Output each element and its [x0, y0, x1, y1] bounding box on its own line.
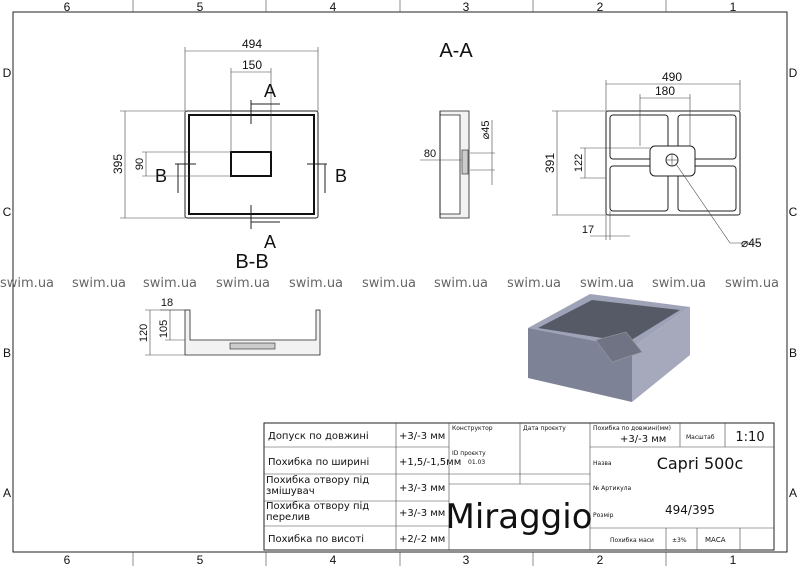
size: 494/395 [665, 503, 715, 517]
column-label: 1 [730, 0, 737, 14]
size-label: Розмір [593, 512, 614, 519]
column-label: 1 [730, 553, 737, 566]
mass-error: ±3% [672, 537, 687, 544]
section-marker-a: A [264, 232, 276, 252]
dim-width: 490 [662, 70, 682, 84]
section-marker-b: B [155, 166, 167, 186]
row-label: A [3, 486, 11, 500]
row-label: B [3, 346, 11, 360]
watermark: swim.ua [725, 276, 779, 291]
section-marker-a: A [264, 81, 276, 101]
project-id: 01.03 [468, 459, 485, 466]
column-label: 5 [197, 553, 204, 566]
project-id-label: ID проєкту [452, 450, 486, 457]
scale-label: Масштаб [686, 434, 715, 441]
dim-diameter: ⌀45 [741, 236, 762, 250]
row-label: C [3, 205, 12, 219]
length-error-label: Похибка по довжині(мм) [593, 425, 671, 432]
dim-wall: 18 [161, 297, 173, 309]
tolerance-value: +3/-3 мм [399, 508, 445, 519]
watermark: swim.ua [72, 276, 126, 291]
section-aa-view: A-A 80 ⌀45 [420, 40, 495, 219]
name-label: Назва [593, 460, 612, 467]
dim-inner: 105 [158, 320, 170, 338]
section-bb-view: B-B 18 120 105 [138, 251, 321, 356]
row-label: D [3, 66, 12, 80]
column-label: 6 [64, 0, 71, 14]
row-label: A [789, 486, 797, 500]
dim-height: 395 [111, 154, 125, 174]
column-label: 3 [463, 0, 470, 14]
tolerance-label: Похибка отвору під змішувач [266, 475, 370, 497]
watermark: swim.ua [143, 276, 197, 291]
dim-offset: 122 [573, 154, 585, 172]
tolerance-value: +3/-3 мм [399, 483, 445, 494]
dim-edge: 17 [582, 224, 594, 236]
plan-view: 494 150 395 90 A A B B [111, 37, 347, 252]
dim-center: 180 [655, 84, 675, 98]
dim-height: 120 [138, 324, 150, 342]
column-label: 3 [463, 553, 470, 566]
watermark: swim.ua [0, 276, 54, 291]
frame-column-markers: 6 5 4 3 2 1 6 5 4 3 2 1 [64, 0, 737, 566]
tolerance-value: +2/-2 мм [399, 534, 445, 545]
watermark: swim.ua [652, 276, 706, 291]
section-marker-b: B [335, 166, 347, 186]
designer-label: Конструктор [452, 425, 493, 432]
mass-label: МАСА [705, 536, 726, 544]
watermark: swim.ua [289, 276, 343, 291]
dim-diameter: ⌀45 [480, 121, 492, 140]
product-name: Capri 500c [657, 454, 744, 473]
row-label: C [789, 205, 798, 219]
title-block: Допуск по довжині +3/-3 мм Похибка по ши… [263, 422, 775, 551]
column-label: 4 [330, 0, 337, 14]
article-label: № Артикула [593, 485, 631, 492]
watermark: swim.ua [580, 276, 634, 291]
column-label: 2 [597, 553, 604, 566]
drain-outline [230, 151, 272, 177]
bottom-view: 490 180 391 122 17 ⌀45 [543, 70, 762, 250]
column-label: 2 [597, 0, 604, 14]
watermark: swim.ua [434, 276, 488, 291]
tolerance-label: Похибка по висоті [268, 533, 364, 545]
dim-width: 494 [242, 37, 262, 51]
mass-error-label: Похибка маси [610, 537, 654, 544]
frame-row-markers: D C B A D C B A [3, 66, 798, 500]
scale: 1:10 [735, 430, 764, 445]
tolerance-value: +3/-3 мм [399, 431, 445, 442]
watermark: swim.ua [216, 276, 270, 291]
watermark-row: swim.ua swim.ua swim.ua swim.ua swim.ua … [0, 276, 779, 291]
column-label: 6 [64, 553, 71, 566]
tolerance-label: Похибка отвору під перелив [266, 501, 370, 523]
dim-drain-offset: 150 [242, 58, 262, 72]
dim-depth: 80 [424, 148, 436, 160]
sink-3d-render [528, 294, 690, 402]
dim-drain-height: 90 [134, 158, 146, 170]
brand-logo: Miraggio [445, 497, 592, 537]
tolerance-value: +1,5/-1,5мм [399, 457, 461, 468]
watermark: swim.ua [507, 276, 561, 291]
length-error: +3/-3 мм [620, 434, 666, 445]
watermark: swim.ua [362, 276, 416, 291]
column-label: 5 [197, 0, 204, 14]
date-label: Дата проєкту [523, 425, 566, 432]
section-bb-title: B-B [235, 251, 268, 273]
section-aa-title: A-A [439, 40, 473, 62]
row-label: B [789, 346, 797, 360]
dim-height: 391 [543, 153, 557, 173]
tolerance-label: Допуск по довжині [268, 430, 369, 442]
column-label: 4 [330, 553, 337, 566]
tolerance-label: Похибка по ширині [268, 456, 369, 468]
row-label: D [789, 66, 798, 80]
